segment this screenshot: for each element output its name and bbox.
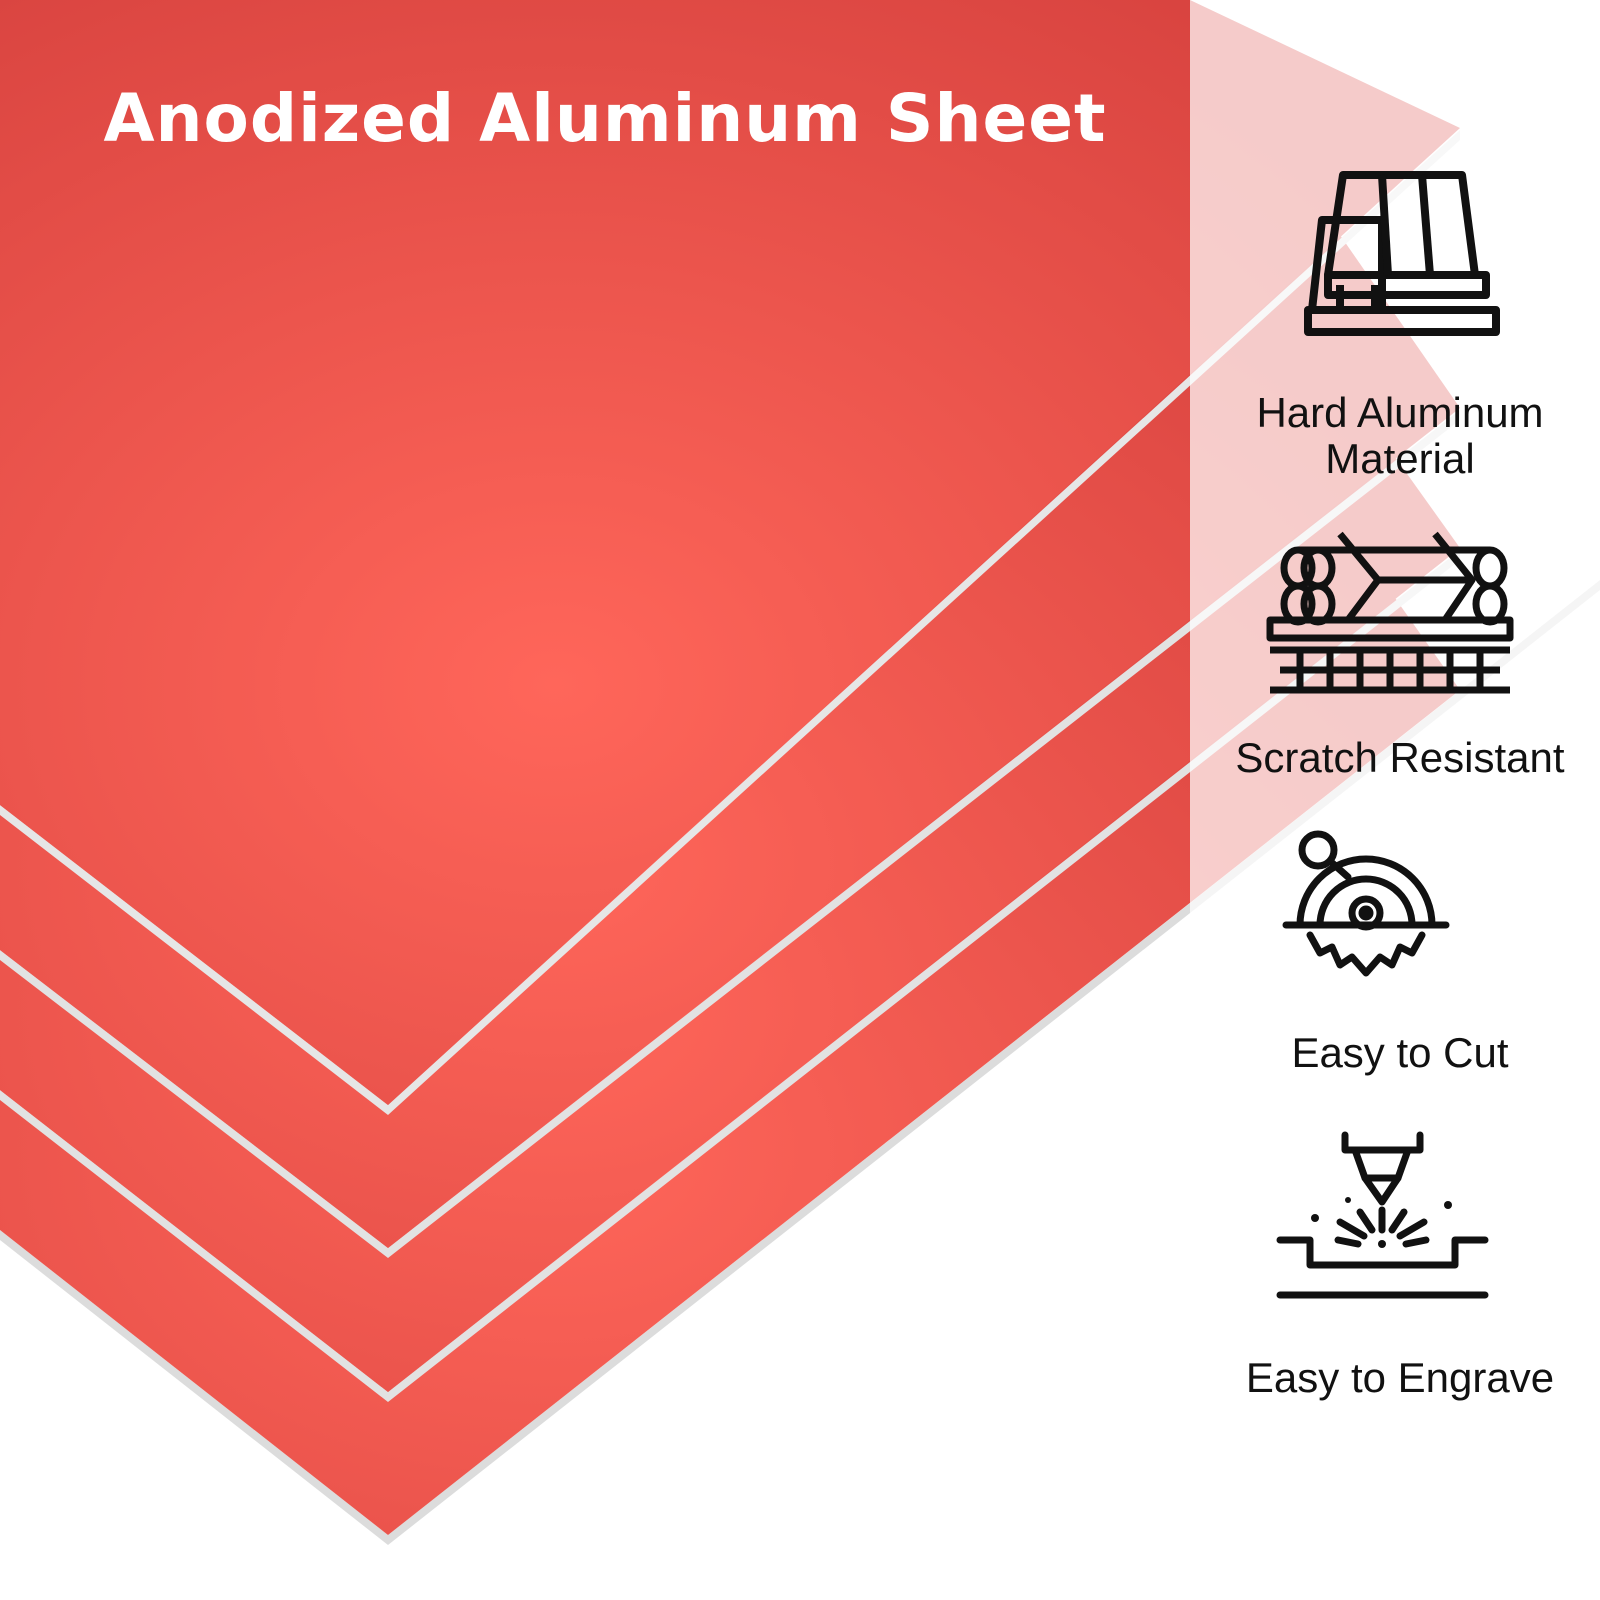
feature-label-scratch-resistant: Scratch Resistant [1200,735,1600,781]
feature-label-line: Easy to Engrave [1245,1354,1555,1401]
stacked-sheets-icon [1304,171,1500,336]
feature-label-line: Hard Aluminum [1256,389,1544,436]
feature-label-easy-to-engrave: Easy to Engrave [1200,1355,1600,1401]
loaded-pallet-icon [1266,531,1514,694]
feature-label-line: Scratch Resistant [1235,734,1565,781]
background-white [388,610,1600,1600]
feature-label-line: Material [1325,435,1475,482]
circular-saw-icon [1282,830,1450,977]
headline: Anodized Aluminum Sheet [103,80,1107,157]
aluminum-sheet-1 [0,0,1460,1115]
feature-label-easy-to-cut: Easy to Cut [1200,1030,1600,1076]
feature-label-hard-aluminum: Hard Aluminum Material [1200,390,1600,482]
laser-engraver-icon [1276,1131,1489,1299]
feature-label-line: Easy to Cut [1291,1029,1509,1076]
